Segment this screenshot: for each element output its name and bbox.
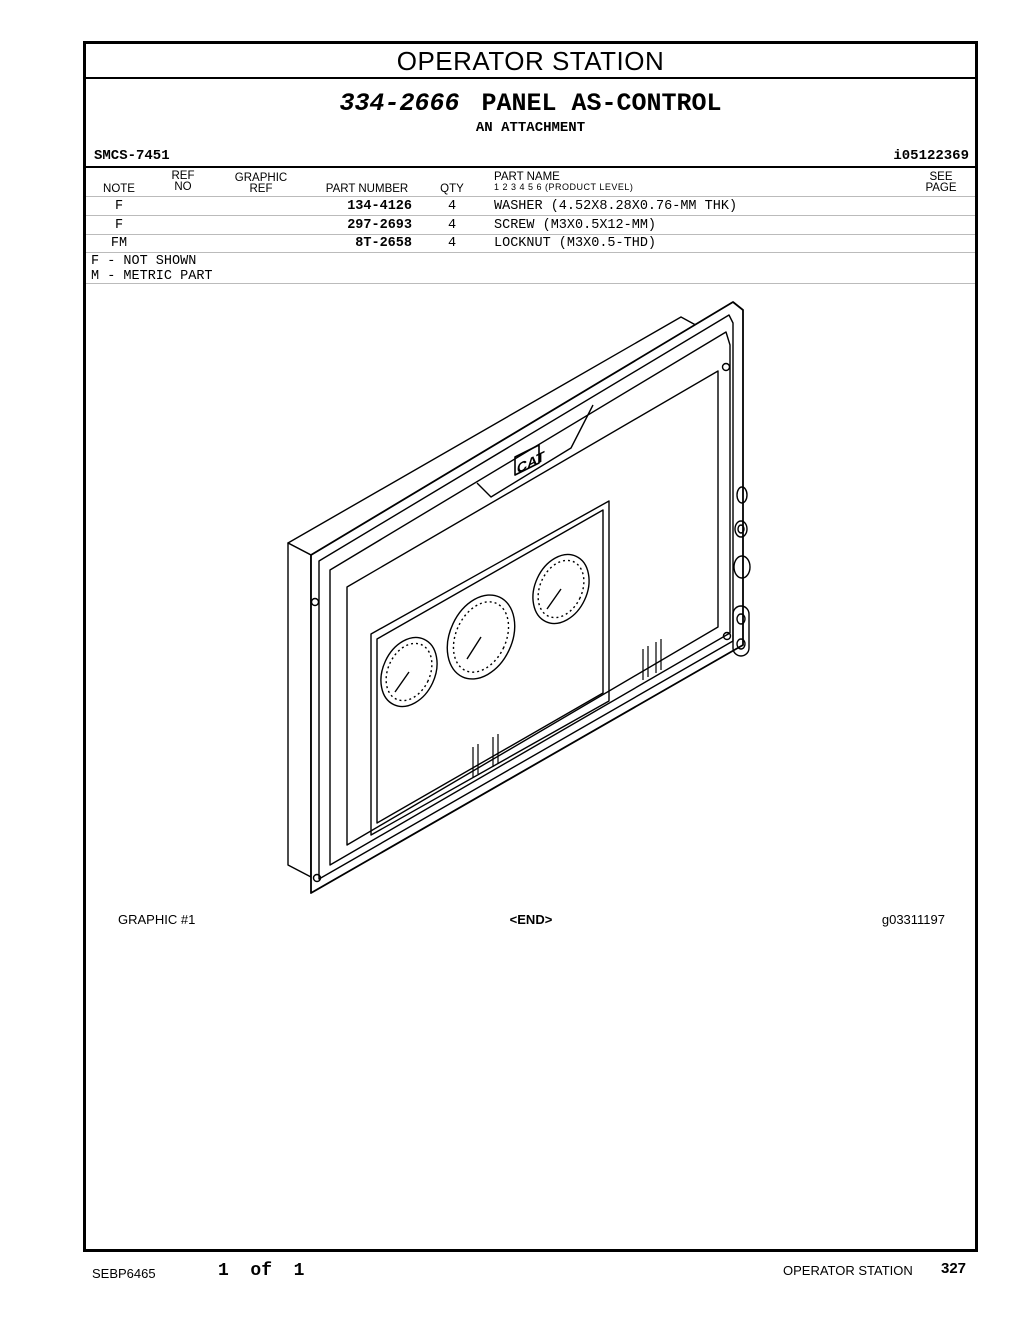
gauge-center: [446, 594, 516, 680]
row1-qty: 4: [447, 199, 457, 214]
graphic-id: g03311197: [881, 912, 945, 927]
gauge-right: [532, 553, 590, 625]
row2-note: F: [114, 218, 124, 233]
toggle-switch: [732, 605, 750, 657]
product-levels: 1 2 3 4 5 6 (PRODUCT LEVEL): [494, 182, 634, 192]
page-frame: OPERATOR STATION 334-2666 PANEL AS-CONTRO…: [83, 41, 978, 1252]
indicator-bars-left: [472, 734, 499, 777]
screw-bottom-right: [722, 631, 732, 641]
row2-qty: 4: [447, 218, 457, 233]
row3-part-name: LOCKNUT (M3X0.5-THD): [494, 236, 657, 251]
legend-metric-part: M - METRIC PART: [91, 269, 213, 284]
page-number: 327: [941, 1260, 967, 1277]
gauge-left: [380, 636, 438, 708]
smcs-code: SMCS-7451: [94, 148, 170, 164]
panel-part-name: PANEL AS-CONTROL: [481, 89, 722, 118]
panel-title: 334-2666 PANEL AS-CONTROL: [86, 89, 975, 118]
row3-note: FM: [110, 236, 128, 251]
control-panel-illustration: CAT: [287, 301, 751, 894]
end-marker: <END>: [509, 912, 553, 927]
indicator-lamp: [736, 486, 748, 504]
page-of: 1 of 1: [218, 1261, 305, 1281]
panel-part-number: 334-2666: [339, 89, 460, 118]
header-rule: [86, 166, 975, 168]
indicator-bars-right: [642, 639, 662, 680]
horn-button: [733, 555, 751, 579]
section-title: OPERATOR STATION: [86, 44, 975, 79]
screw-top-left: [310, 597, 320, 607]
illustration-ident: i05122369: [893, 148, 969, 164]
row2-part-number[interactable]: 297-2693: [347, 218, 412, 233]
col-part-number: PART NUMBER: [325, 183, 409, 195]
legend-not-shown: F - NOT SHOWN: [91, 254, 197, 269]
col-note: NOTE: [103, 183, 135, 195]
screw-top-right: [721, 362, 731, 372]
col-part-name: PART NAME: [494, 171, 560, 183]
doc-id: SEBP6465: [92, 1266, 156, 1281]
row1-note: F: [114, 199, 124, 214]
attachment-subtitle: AN ATTACHMENT: [475, 120, 586, 136]
screw-bottom-left: [312, 873, 322, 883]
row1-part-name: WASHER (4.52X8.28X0.76-MM THK): [494, 199, 738, 214]
row1-part-number[interactable]: 134-4126: [347, 199, 412, 214]
graphic-label: GRAPHIC #1: [118, 912, 196, 927]
col-qty: QTY: [440, 183, 464, 195]
row3-part-number[interactable]: 8T-2658: [355, 236, 412, 251]
row3-qty: 4: [447, 236, 457, 251]
round-button: [734, 520, 748, 538]
footer-section: OPERATOR STATION: [783, 1263, 913, 1278]
row2-part-name: SCREW (M3X0.5X12-MM): [494, 218, 657, 233]
